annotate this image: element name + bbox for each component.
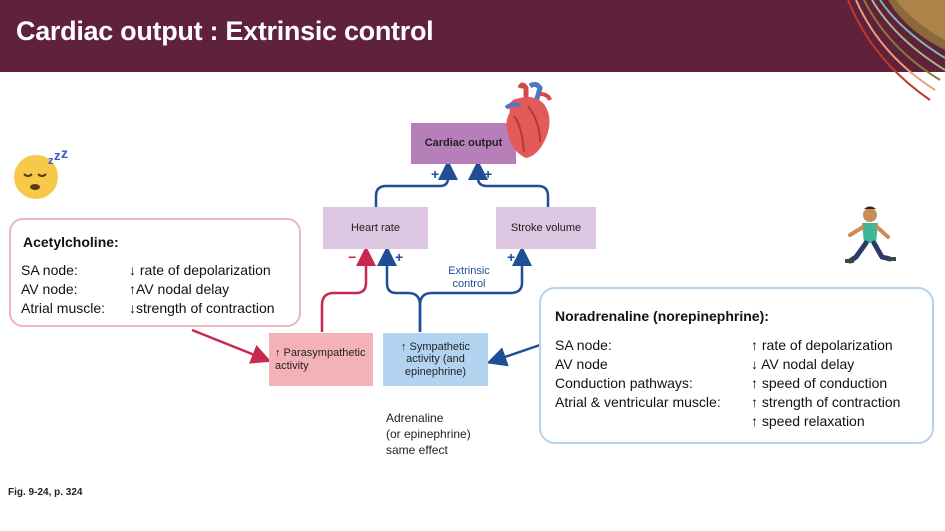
adrenaline-note-line: same effect (386, 443, 448, 458)
plus-sign-sympathetic-strokevolume: + (507, 249, 516, 265)
noradrenaline-panel: Noradrenaline (norepinephrine): SA node:… (539, 287, 934, 444)
adrenaline-note-line: Adrenaline (386, 411, 444, 425)
noradrenaline-row-label: Conduction pathways: (555, 375, 693, 391)
svg-text:z: z (48, 155, 54, 167)
noradrenaline-row-effect: ↑ strength of contraction (751, 394, 901, 410)
acetylcholine-heading: Acetylcholine: (23, 234, 119, 250)
adrenaline-note-line: (or epinephrine) (386, 427, 471, 442)
noradrenaline-row-label: SA node: (555, 337, 612, 353)
sympathetic-label: ↑ Sympathetic activity (and epinephrine) (400, 340, 471, 378)
heart-icon (504, 82, 552, 158)
acetylcholine-row-label: Atrial muscle: (21, 300, 106, 316)
acetylcholine-row-effect: ↓strength of contraction (129, 300, 275, 316)
plus-sign-strokevolume-output: + (484, 166, 493, 182)
cardiac-output-label: Cardiac output (424, 137, 503, 150)
sleeping-face-icon: z z z (14, 150, 68, 199)
arrow-parasympathetic-to-heartrate (320, 246, 376, 332)
page-title: Cardiac output : Extrinsic control (16, 16, 434, 46)
svg-text:z: z (54, 150, 61, 163)
noradrenaline-heading: Noradrenaline (norepinephrine): (555, 308, 769, 324)
parasympathetic-box: ↑ Parasympathetic activity (269, 333, 373, 386)
running-person-icon (845, 206, 896, 264)
minus-sign-parasympathetic: − (348, 249, 357, 265)
acetylcholine-row-label: AV node: (21, 281, 78, 297)
figure-caption: Fig. 9-24, p. 324 (8, 487, 83, 498)
cardiac-output-box: Cardiac output (411, 123, 516, 164)
acetylcholine-row-effect: ↓ rate of depolarization (129, 262, 271, 278)
adrenaline-note: Adrenaline (or epinephrine) same effect (386, 410, 471, 459)
noradrenaline-row-effect: ↑ speed relaxation (751, 413, 865, 429)
arrow-sympathetic-to-strokevolume (418, 246, 532, 332)
noradrenaline-row-label: Atrial & ventricular muscle: (555, 394, 721, 410)
heart-rate-box: Heart rate (323, 207, 428, 249)
plus-sign-sympathetic-heartrate: + (395, 249, 404, 265)
arrow-strokevolume-to-output (468, 160, 550, 207)
acetylcholine-row-effect: ↑AV nodal delay (129, 281, 230, 297)
arrow-sympathetic-to-heartrate (377, 246, 422, 332)
sympathetic-box: ↑ Sympathetic activity (and epinephrine) (383, 333, 488, 386)
title-bar (0, 0, 945, 72)
corner-decoration-icon (847, 0, 945, 101)
stroke-volume-label: Stroke volume (510, 221, 582, 234)
noradrenaline-row-label: AV node (555, 356, 608, 372)
arrow-acetylcholine-to-parasympathetic (191, 328, 272, 364)
acetylcholine-row-label: SA node: (21, 262, 78, 278)
parasympathetic-label: ↑ Parasympathetic activity (275, 346, 366, 372)
plus-sign-heartrate-output: + (431, 166, 440, 182)
extrinsic-control-label: Extrinsic control (448, 265, 490, 291)
svg-text:z: z (61, 150, 68, 161)
acetylcholine-panel: Acetylcholine: SA node: ↓ rate of depola… (9, 218, 301, 327)
arrow-heartrate-to-output (374, 160, 458, 207)
noradrenaline-row-effect: ↓ AV nodal delay (751, 356, 855, 372)
stroke-volume-box: Stroke volume (496, 207, 596, 249)
arrow-noradrenaline-to-sympathetic (486, 343, 541, 367)
noradrenaline-row-effect: ↑ speed of conduction (751, 375, 888, 391)
noradrenaline-row-effect: ↑ rate of depolarization (751, 337, 893, 353)
heart-rate-label: Heart rate (351, 221, 400, 234)
